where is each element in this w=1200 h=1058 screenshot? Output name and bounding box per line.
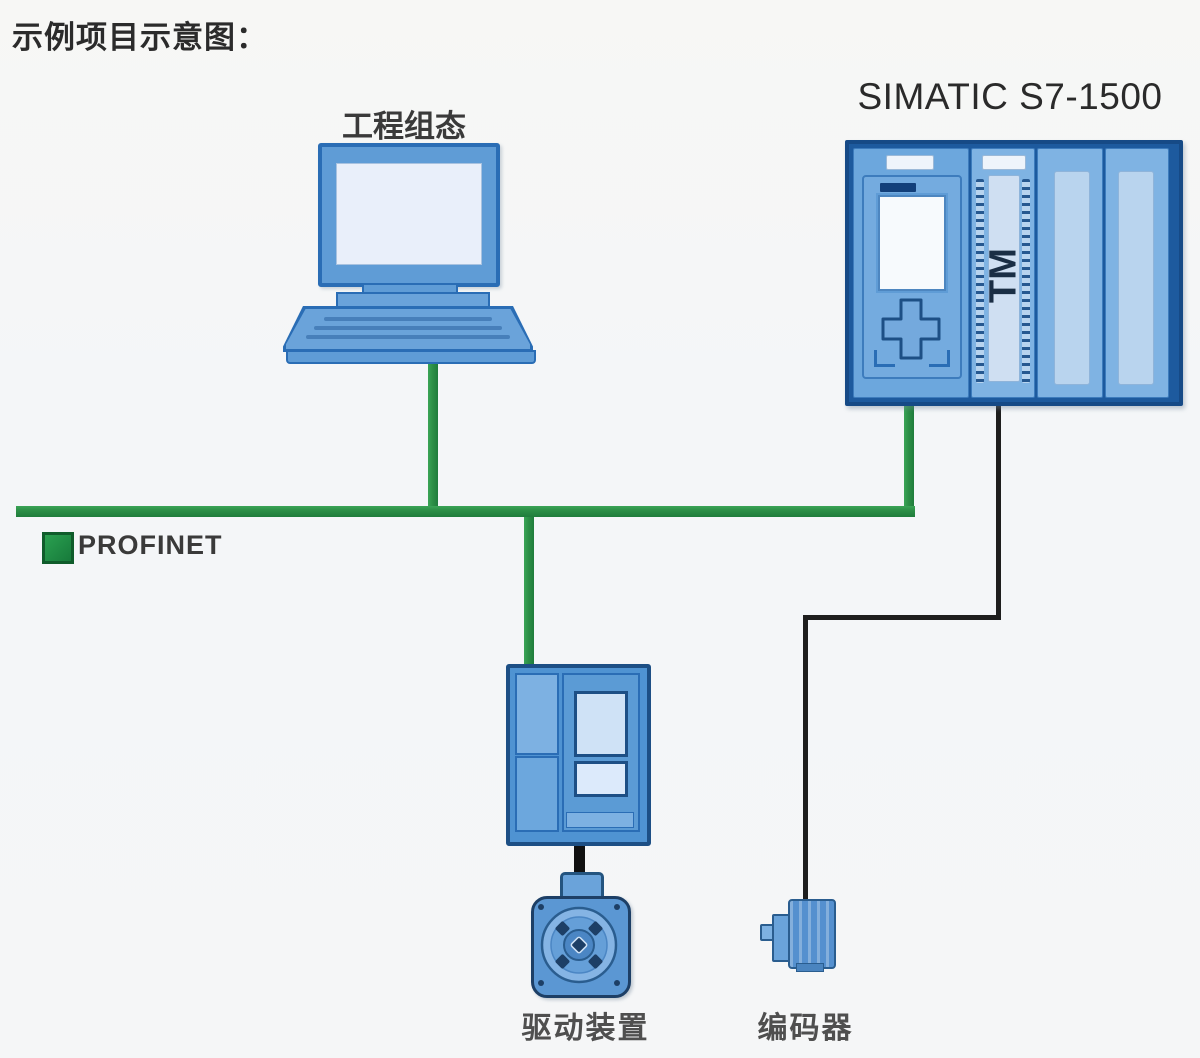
tm-module-label: TM — [982, 248, 1025, 303]
motor-shaft-cable — [574, 836, 585, 880]
encoder-foot — [796, 963, 824, 972]
cpu-display-screen — [878, 195, 946, 291]
tm-module: TM — [971, 148, 1035, 398]
drive-display-window-large — [574, 691, 628, 757]
keyboard-row — [306, 335, 510, 339]
panel-corner-bracket — [874, 350, 895, 367]
profinet-drop-laptop — [428, 356, 438, 512]
cpu-label-badge — [886, 155, 934, 170]
drive-bottom-strip — [566, 812, 634, 828]
tm-front-panel: TM — [983, 175, 1025, 382]
panel-corner-bracket — [929, 350, 950, 367]
keyboard-row — [324, 317, 492, 321]
drive-left-panel-top — [515, 673, 559, 755]
io-module-1 — [1037, 148, 1103, 398]
cpu-status-bar — [880, 183, 916, 192]
profinet-label: PROFINET — [78, 530, 223, 560]
plc-title: SIMATIC S7-1500 — [857, 76, 1163, 117]
encoder-body — [788, 899, 836, 969]
drive-label: 驱动装置 — [521, 1012, 650, 1045]
laptop-screen-display — [336, 163, 482, 265]
io-module-1-panel — [1054, 171, 1090, 385]
io-module-2-panel — [1118, 171, 1154, 385]
io-module-2 — [1105, 148, 1169, 398]
plc-chassis: TM — [845, 140, 1183, 406]
keyboard-row — [314, 326, 502, 330]
page-title: 示例项目示意图： — [12, 20, 268, 55]
profinet-drop-plc — [904, 399, 914, 512]
laptop-keyboard-surface — [286, 309, 530, 349]
motor-face — [538, 904, 620, 986]
encoder-label: 编码器 — [757, 1012, 854, 1045]
tm-terminal-strip-left — [976, 179, 984, 383]
profinet-bus-line — [16, 506, 915, 517]
encoder-cable-vertical-to-encoder — [803, 615, 808, 903]
drive-front-panel — [562, 673, 640, 832]
laptop-keyboard-base — [283, 306, 533, 352]
profinet-drop-drive — [524, 511, 534, 667]
drive-unit — [506, 664, 651, 846]
encoder-cable-vertical-from-tm — [996, 398, 1001, 620]
cpu-front-panel — [862, 175, 962, 379]
drive-left-panel-bottom — [515, 756, 559, 832]
laptop-base-front-edge — [286, 350, 536, 364]
tm-label-badge — [982, 155, 1026, 170]
tm-terminal-strip-right — [1022, 179, 1030, 383]
engineering-station-label: 工程组态 — [342, 109, 466, 144]
cpu-dpad-button — [881, 298, 941, 360]
laptop-screen — [318, 143, 500, 287]
cpu-module — [853, 148, 969, 398]
profinet-swatch-icon — [42, 532, 74, 564]
drive-display-window-small — [574, 761, 628, 797]
servo-motor-body — [531, 896, 631, 998]
encoder-cable-horizontal — [803, 615, 1001, 620]
